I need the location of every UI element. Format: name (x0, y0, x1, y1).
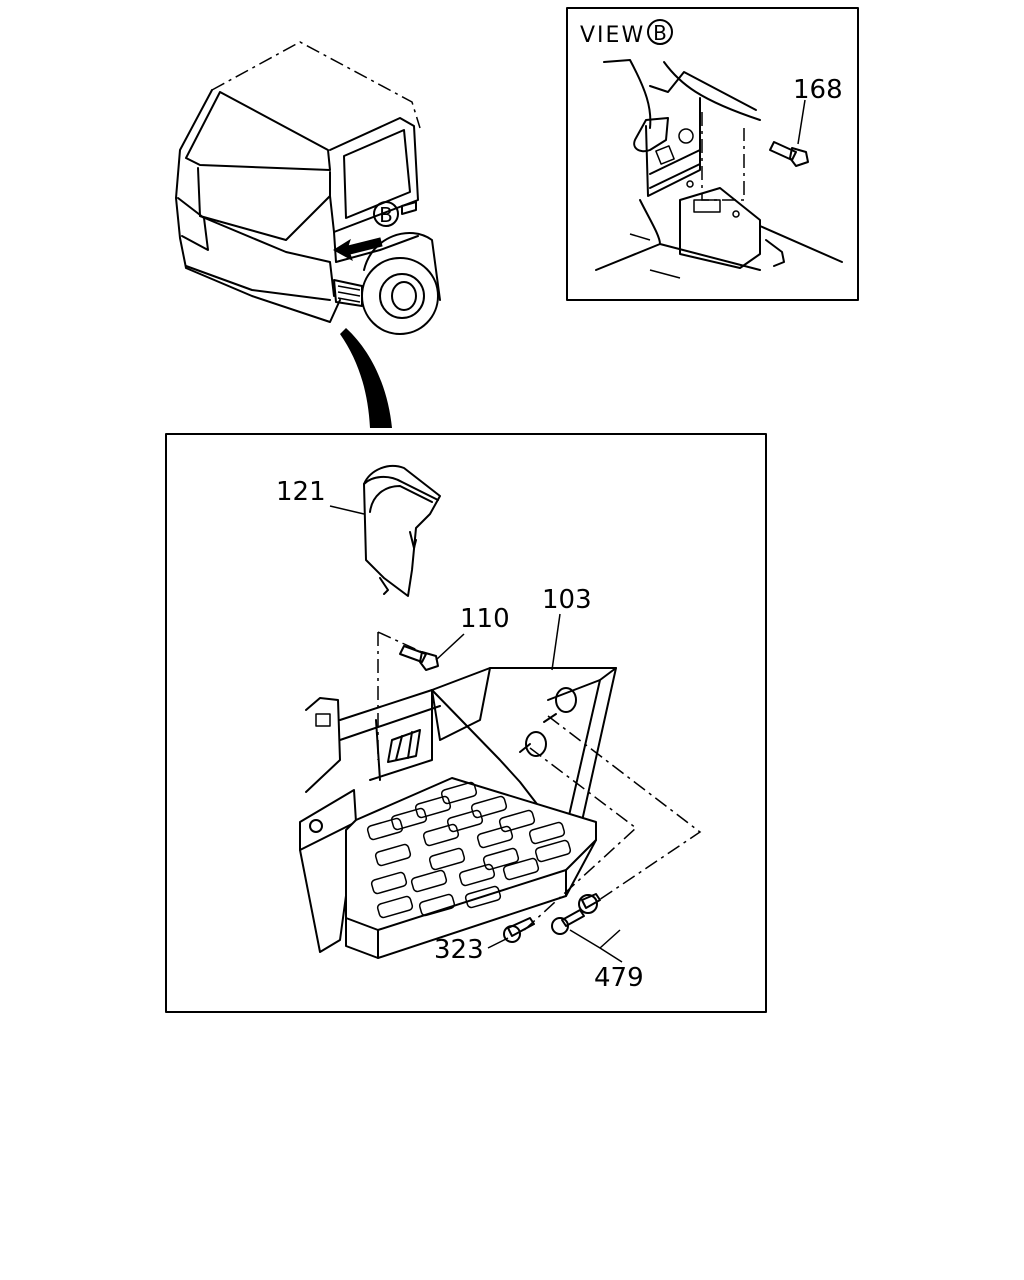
callout-110: 110 (460, 604, 510, 634)
step-grating (345, 777, 597, 959)
callout-323: 323 (434, 935, 484, 965)
cover-part-121 (329, 465, 441, 597)
view-b-title: VIEW (580, 23, 645, 48)
bolt-110-icon (399, 645, 439, 671)
view-b-panel: VIEW B 168 (566, 7, 859, 301)
callout-168: 168 (793, 75, 843, 105)
callout-479: 479 (594, 963, 644, 993)
truck-cab-illustration: B (175, 41, 441, 428)
detail-panel: 121 110 103 (165, 433, 767, 1013)
callout-121: 121 (276, 477, 326, 507)
view-b-title-marker: B (653, 21, 667, 45)
bolt-168-icon (769, 141, 809, 167)
screw-479-icon (551, 893, 601, 935)
callout-103: 103 (542, 585, 592, 615)
screw-323-icon (503, 917, 535, 943)
truck-view-b-marker: B (379, 203, 393, 227)
